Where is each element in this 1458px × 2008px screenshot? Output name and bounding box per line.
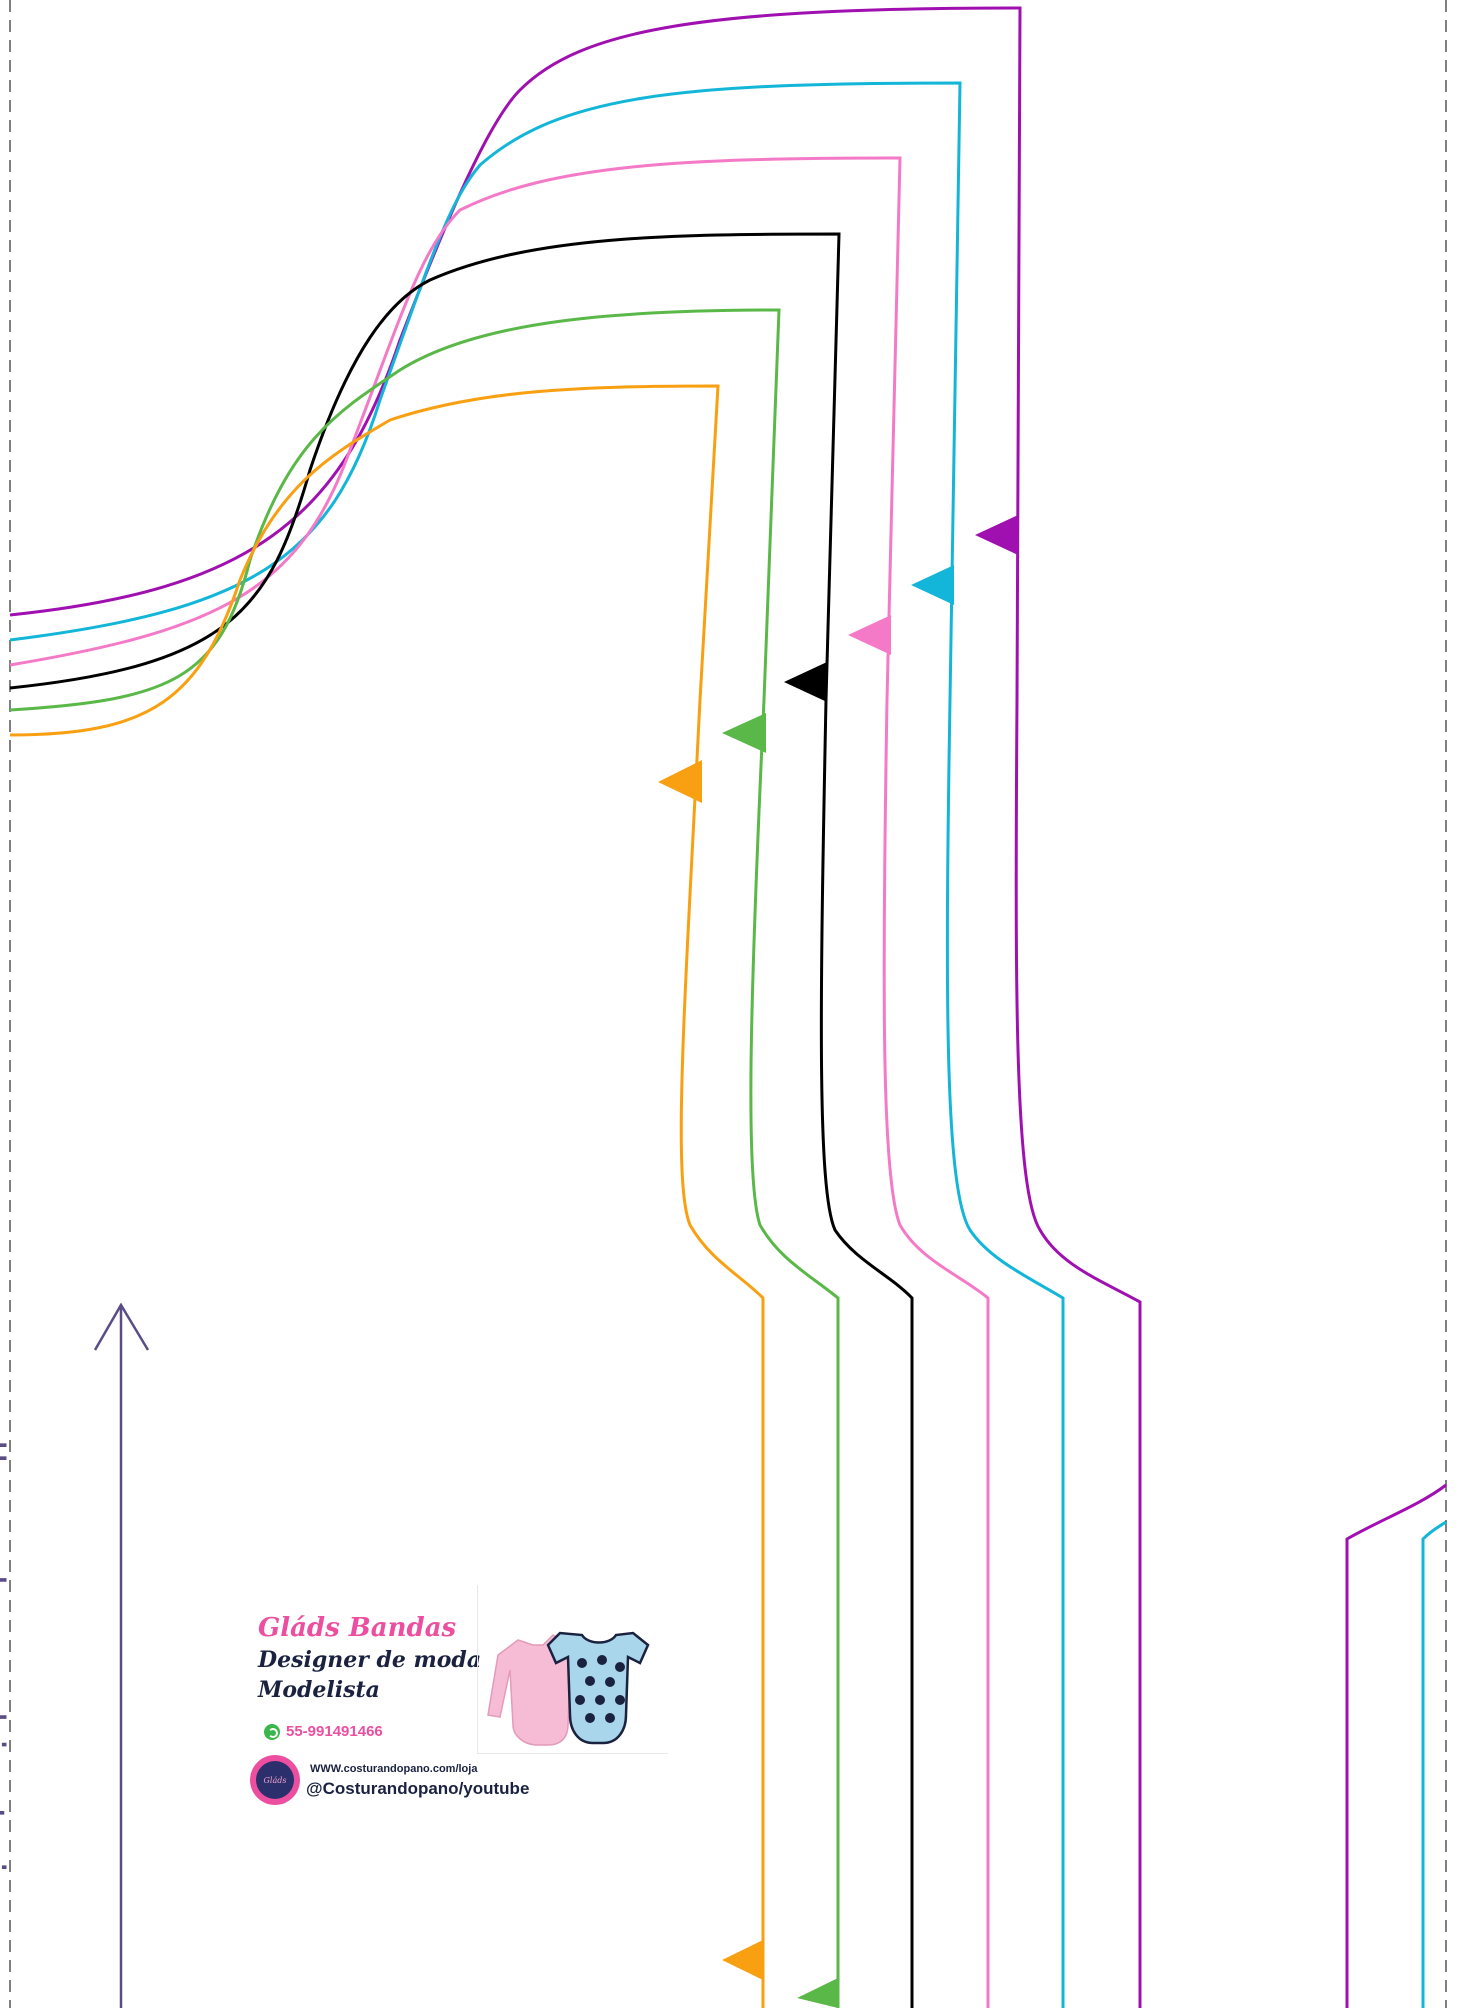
pattern-line-cyan-lower: [1421, 1520, 1447, 2008]
pattern-line-black: [9, 232, 914, 2008]
brand-logo-text: Gláds: [263, 1775, 287, 1785]
baby-onesie-icon: [487, 1631, 650, 1746]
social-handle[interactable]: @Costurandopano/youtube: [306, 1779, 530, 1798]
pattern-line-purple-lower: [1345, 1483, 1447, 2008]
brand-logo: Gláds: [250, 1755, 300, 1805]
product-image: [477, 1585, 668, 1754]
notch-triangle-icon: [784, 662, 827, 702]
pattern-line-green: [9, 308, 840, 2008]
grainline-arrow-icon: [93, 1302, 150, 2008]
notch-triangle-icon: [911, 565, 954, 605]
notch-triangle-icon: [722, 713, 766, 753]
brand-card: Gláds Bandas Designer de moda Modelista …: [240, 1585, 670, 1815]
notch-triangle-icon: [797, 1978, 838, 2008]
notch-triangle-icon: [658, 760, 702, 803]
notch-triangle-icon: [722, 1940, 763, 1980]
website-link[interactable]: WWW.costurandopano.com/loja: [310, 1763, 478, 1775]
notch-triangle-icon: [848, 615, 891, 655]
phone-number: 55-991491466: [286, 1723, 383, 1740]
pattern-line-pink: [9, 156, 990, 2008]
pattern-line-orange: [9, 384, 765, 2008]
pattern-line-purple: [9, 6, 1142, 2008]
pattern-line-cyan: [9, 81, 1065, 2008]
brand-role-designer: Designer de moda: [258, 1647, 482, 1673]
brand-name: Gláds Bandas: [258, 1613, 457, 1643]
whatsapp-icon: [264, 1723, 280, 1740]
brand-role-modelista: Modelista: [258, 1677, 380, 1703]
notch-triangle-icon: [975, 515, 1018, 555]
brand-logo-inner: Gláds: [256, 1761, 294, 1799]
phone-row: 55-991491466: [264, 1723, 383, 1740]
side-label: proprio tecido ou de malha: [0, 1396, 12, 1990]
